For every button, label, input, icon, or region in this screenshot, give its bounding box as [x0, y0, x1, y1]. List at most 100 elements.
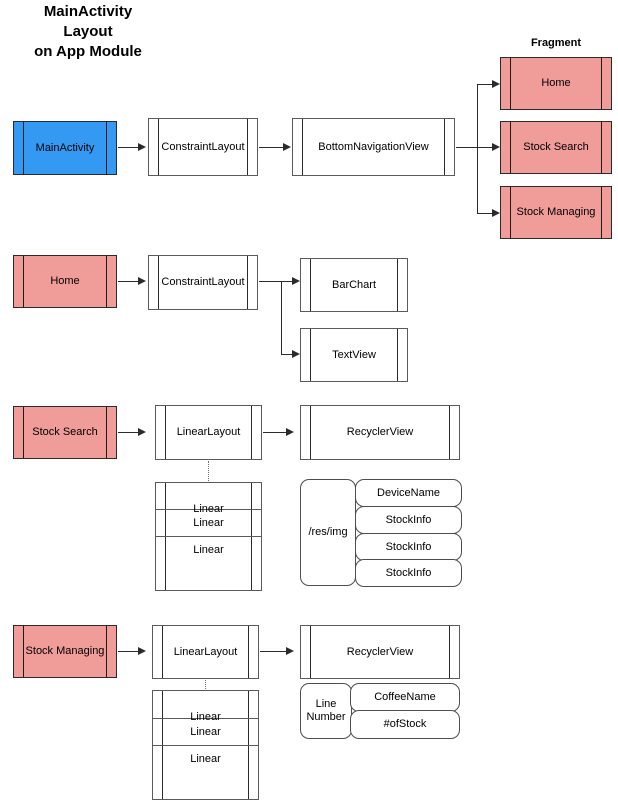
proc-bar-right: [601, 122, 602, 173]
proc-bar-left: [162, 626, 163, 678]
connector-nav-to-stock-search: [477, 147, 497, 148]
node-recycler-view-search[interactable]: RecyclerView: [300, 405, 460, 460]
proc-bar-right: [106, 256, 107, 307]
node-item-field-stock-info-3[interactable]: StockInfo: [355, 559, 462, 587]
node-fragment-home[interactable]: Home: [500, 57, 612, 110]
node-linear-layout-search[interactable]: LinearLayout: [155, 405, 262, 460]
proc-bar-right: [106, 122, 107, 174]
node-label: Line Number: [306, 698, 346, 723]
proc-bar-right: [444, 119, 445, 175]
arrow-head: [286, 647, 294, 655]
proc-bar-left: [510, 58, 511, 109]
node-main-activity[interactable]: MainActivity: [13, 121, 117, 175]
node-label: ConstraintLayout: [161, 140, 245, 153]
node-fragment-stock-managing[interactable]: Stock Managing: [500, 186, 612, 239]
proc-bar-right: [247, 119, 248, 175]
node-label: Stock Search: [32, 426, 98, 438]
node-label: Stock Managing: [516, 206, 596, 218]
connector-search-layout-to-recycler: [263, 432, 289, 433]
node-label: MainActivity: [35, 141, 95, 154]
arrow-head: [138, 143, 146, 151]
arrow-head: [292, 277, 300, 285]
arrow-head: [138, 428, 146, 436]
node-label: StockInfo: [385, 566, 432, 579]
proc-bar-right: [106, 626, 107, 677]
connector-home-layout-trunk: [259, 281, 282, 282]
arrow-head: [283, 143, 291, 151]
node-label: Stock Search: [523, 141, 589, 153]
node-label: ConstraintLayout: [161, 276, 245, 288]
connector-nav-to-home: [477, 84, 497, 85]
proc-bar-right: [247, 256, 248, 309]
node-label: LinearLayout: [176, 426, 241, 438]
node-fragment-stock-search[interactable]: Stock Search: [500, 121, 612, 174]
node-label: RecyclerView: [346, 426, 414, 438]
node-bottom-navigation-view[interactable]: BottomNavigationView: [292, 118, 455, 176]
proc-bar-left: [23, 256, 24, 307]
node-linear-item-3[interactable]: Linear: [152, 745, 259, 800]
node-item-image-search[interactable]: /res/img: [300, 479, 356, 586]
node-label: Linear: [190, 711, 221, 723]
node-linear-layout-managing[interactable]: LinearLayout: [152, 625, 259, 679]
proc-bar-right: [106, 407, 107, 458]
node-label: CoffeeName: [374, 691, 436, 703]
node-label: Linear: [193, 503, 224, 515]
node-recycler-view-managing[interactable]: RecyclerView: [300, 625, 460, 679]
node-label: BarChart: [331, 278, 377, 291]
node-constraint-layout-home[interactable]: ConstraintLayout: [148, 255, 258, 310]
node-label: Home: [541, 77, 571, 89]
connector-dashed-managing: [205, 680, 206, 699]
proc-bar-left: [310, 259, 311, 311]
proc-bar-left: [23, 626, 24, 677]
page-title: MainActivity Layout on App Module: [34, 3, 142, 60]
node-stock-search-fragment[interactable]: Stock Search: [13, 406, 117, 459]
arrow-head: [492, 143, 500, 151]
proc-bar-left: [510, 187, 511, 238]
node-label: StockInfo: [385, 513, 432, 526]
arrow-head: [138, 647, 146, 655]
node-stock-managing-fragment[interactable]: Stock Managing: [13, 625, 117, 678]
connector-nav-vertical: [477, 84, 478, 214]
proc-bar-right: [251, 406, 252, 459]
node-label: Linear: [190, 725, 221, 738]
node-item-field-stock-info-2[interactable]: StockInfo: [355, 533, 462, 561]
node-item-field-coffee-name[interactable]: CoffeeName: [350, 683, 460, 712]
proc-bar-left: [302, 119, 303, 175]
node-bar-chart[interactable]: BarChart: [300, 258, 408, 312]
node-label: LinearLayout: [173, 645, 238, 658]
node-item-line-number[interactable]: Line Number: [300, 683, 352, 739]
arrow-head: [286, 428, 294, 436]
node-home-fragment[interactable]: Home: [13, 255, 117, 308]
node-constraint-layout-main[interactable]: ConstraintLayout: [148, 118, 258, 176]
proc-bar-right: [248, 626, 249, 678]
proc-bar-left: [23, 407, 24, 458]
connector-stockmanaging-to-layout: [118, 651, 142, 652]
node-item-field-device-name[interactable]: DeviceName: [355, 479, 462, 507]
proc-bar-left: [162, 691, 163, 744]
proc-bar-right: [449, 626, 450, 678]
proc-bar-left: [165, 406, 166, 459]
node-label: /res/img: [308, 526, 348, 538]
connector-home-branch-vertical: [281, 281, 282, 355]
connector-managing-layout-to-recycler: [260, 651, 286, 652]
node-label: Linear: [190, 752, 221, 765]
proc-bar-left: [23, 122, 24, 174]
fragment-group-caption: Fragment: [530, 37, 582, 49]
node-item-field-stock-info-1[interactable]: StockInfo: [355, 506, 462, 534]
connector-home-to-textview: [281, 354, 297, 355]
node-item-field-num-of-stock[interactable]: #ofStock: [350, 710, 460, 739]
connector-stocksearch-to-layout: [118, 432, 142, 433]
node-label: DeviceName: [377, 486, 440, 499]
proc-bar-left: [310, 329, 311, 381]
node-label: StockInfo: [385, 540, 432, 553]
node-text-view[interactable]: TextView: [300, 328, 408, 382]
connector-dashed-search: [208, 461, 209, 481]
arrow-head: [492, 80, 500, 88]
node-label: #ofStock: [383, 718, 427, 730]
proc-bar-left: [158, 119, 159, 175]
proc-bar-right: [601, 187, 602, 238]
proc-bar-right: [397, 259, 398, 311]
proc-bar-left: [158, 256, 159, 309]
node-linear-item-3[interactable]: Linear: [155, 536, 262, 591]
node-label: Linear: [193, 516, 224, 529]
